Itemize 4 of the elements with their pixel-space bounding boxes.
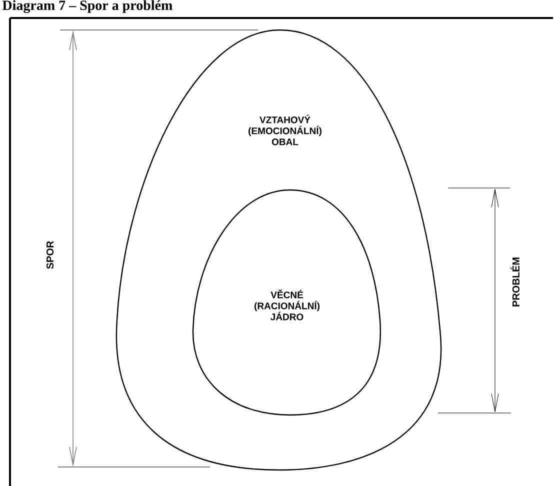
egg-shape: VĚCNÉ (RACIONÁLNÍ) JÁDRO xyxy=(192,189,381,416)
title: Diagram 7 – Spor a problém xyxy=(2,0,172,14)
dimension-label: PROBLÉM xyxy=(510,258,520,306)
dimension-label: SPOR xyxy=(46,241,54,269)
